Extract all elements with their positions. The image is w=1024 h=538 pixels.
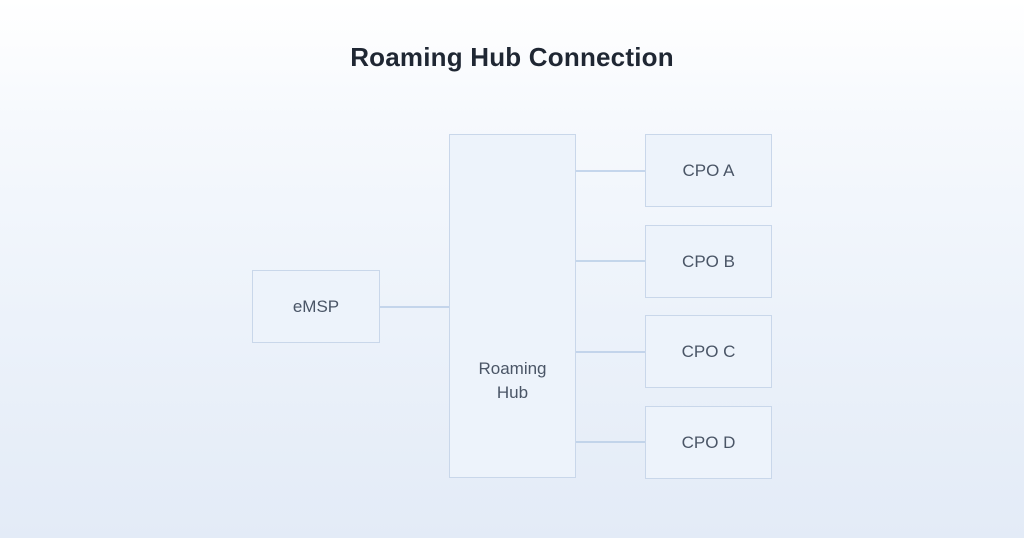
roaming-hub-node: Roaming Hub: [449, 134, 576, 478]
cpo-b-node: CPO B: [645, 225, 772, 298]
emsp-label: eMSP: [292, 296, 340, 316]
cpo-d-label: CPO D: [681, 432, 736, 452]
cpo-a-node: CPO A: [645, 134, 772, 207]
emsp-node: eMSP: [252, 270, 380, 343]
hub-label-line1: Roaming: [478, 359, 547, 378]
hub-label-line2: Hub: [496, 383, 529, 402]
cpo-d-node: CPO D: [645, 406, 772, 479]
cpo-c-label: CPO C: [681, 341, 736, 361]
cpo-a-label: CPO A: [682, 160, 735, 180]
cpo-c-node: CPO C: [645, 315, 772, 388]
diagram-title: Roaming Hub Connection: [350, 42, 674, 72]
cpo-b-label: CPO B: [682, 251, 735, 271]
